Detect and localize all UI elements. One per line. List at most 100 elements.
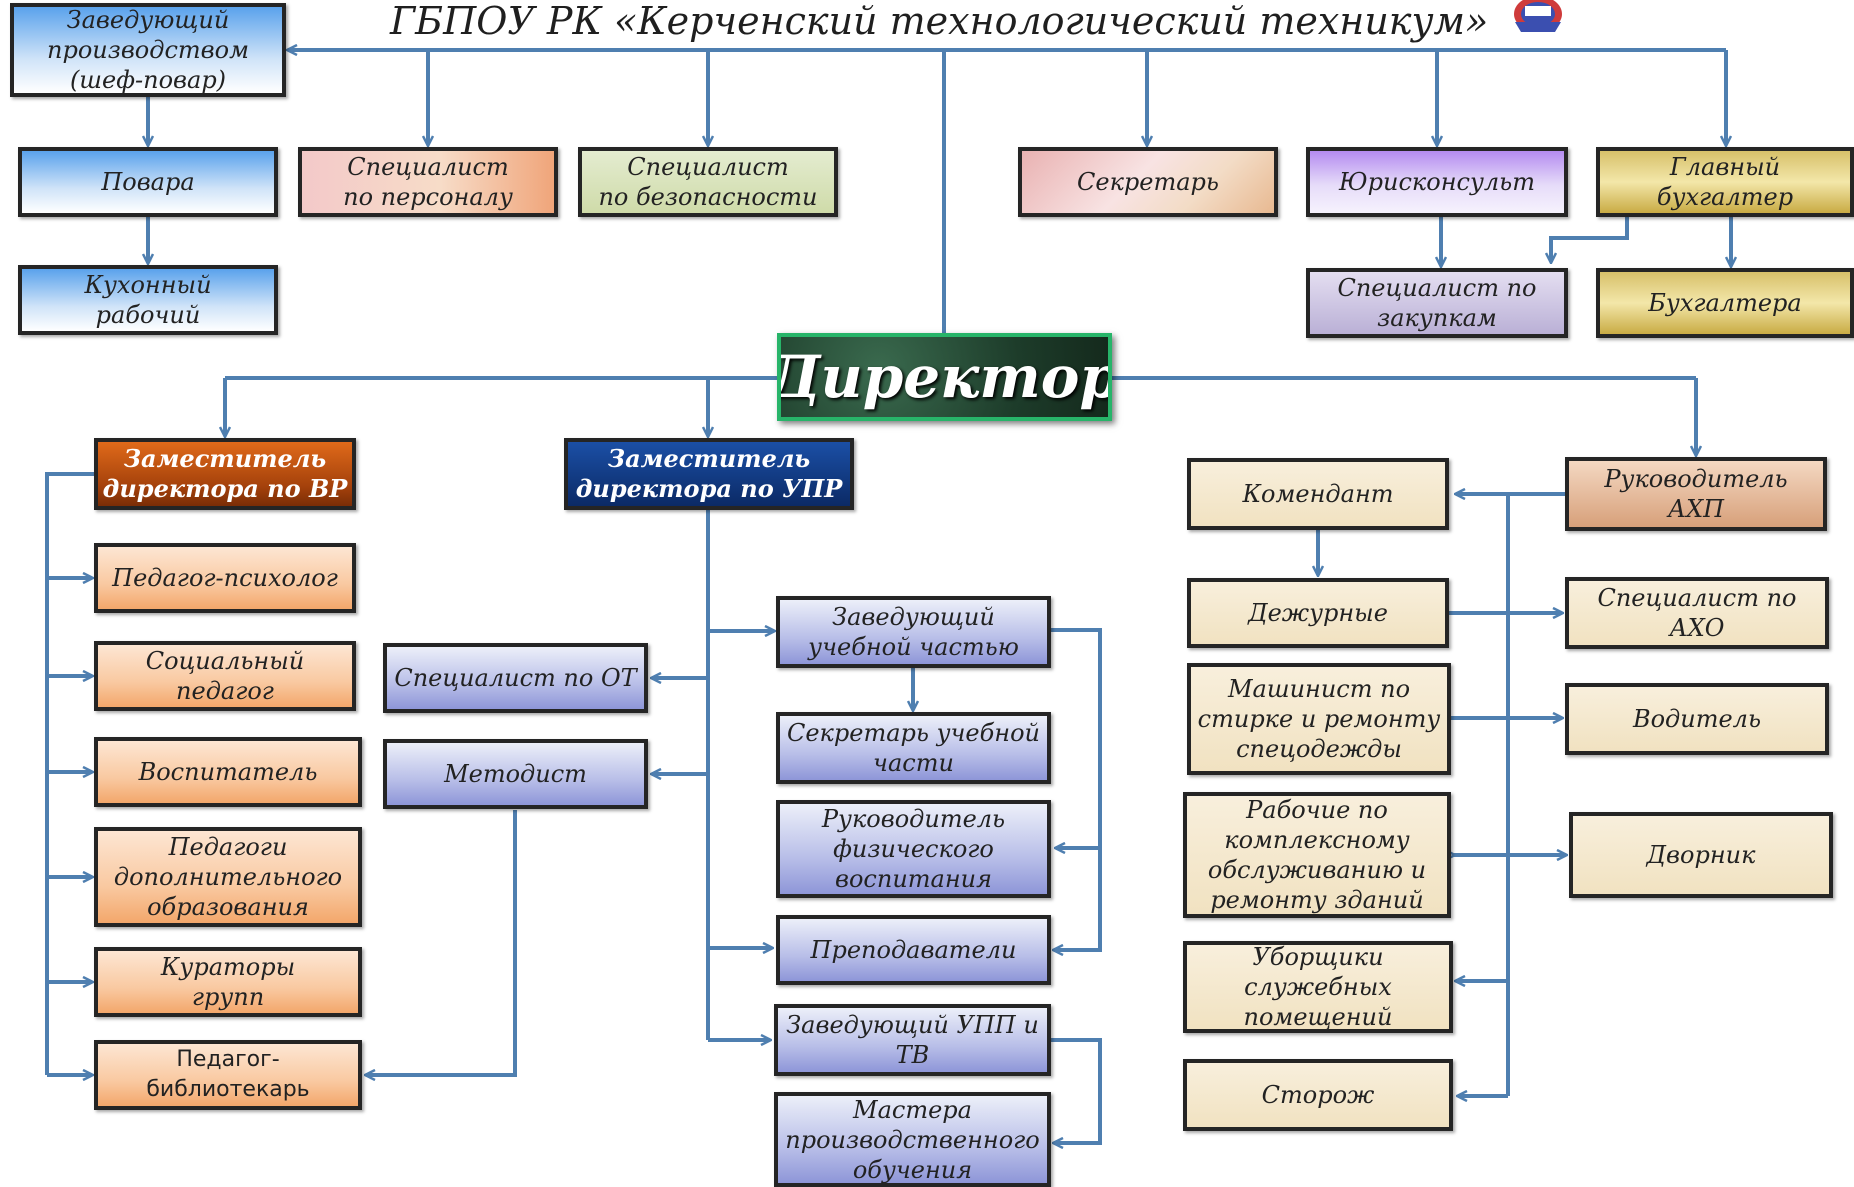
box-line: Преподаватели <box>810 936 1017 964</box>
box-line: Специалист <box>627 153 789 181</box>
box-line: дополнительного <box>113 863 343 891</box>
box-line: Заведующий <box>66 6 230 34</box>
box-line: Заместитель <box>607 444 811 473</box>
box-line: воспитания <box>835 865 992 893</box>
box-vospitatel: Воспитатель <box>94 737 362 807</box>
box-line: Руководитель <box>1604 465 1788 493</box>
box-line: учебной частью <box>808 633 1019 661</box>
box-line: по безопасности <box>598 183 818 211</box>
box-line: комплексному <box>1224 826 1410 854</box>
box-line: физического <box>833 835 994 863</box>
box-pedagog-bibliotekar: Педагог-библиотекарь <box>94 1040 362 1110</box>
box-line: Комендант <box>1242 480 1394 508</box>
box-line: Рабочие по <box>1246 796 1388 824</box>
box-line: Бухгалтера <box>1648 289 1802 317</box>
box-line: Мастера <box>853 1095 972 1124</box>
box-line: (шеф-повар) <box>69 66 227 94</box>
box-line: Заведующий УПП и <box>786 1011 1039 1039</box>
box-line: Педагог-психолог <box>112 564 338 592</box>
box-line: Уборщики <box>1252 943 1384 971</box>
box-line: Машинист по <box>1227 675 1411 703</box>
box-line: Специалист <box>347 153 509 181</box>
page-title: ГБПОУ РК «Керченский технологический тех… <box>390 0 1489 43</box>
box-line: Воспитатель <box>138 758 318 786</box>
box-buhgaltera: Бухгалтера <box>1596 268 1854 338</box>
box-line: закупкам <box>1377 304 1497 332</box>
box-line: групп <box>191 983 265 1011</box>
box-sekretar: Секретарь <box>1018 147 1278 217</box>
box-line: бухгалтер <box>1656 183 1794 211</box>
box-line: Специалист по ОТ <box>394 664 637 692</box>
box-line: директора по УПР <box>575 474 843 503</box>
box-dvornik: Дворник <box>1569 812 1833 898</box>
box-line: служебных <box>1244 973 1392 1001</box>
box-line: производственного <box>785 1125 1040 1154</box>
box-line: Заместитель <box>123 444 327 473</box>
box-line: Социальный <box>145 647 305 675</box>
box-line: по персоналу <box>343 183 513 211</box>
box-line: Кураторы <box>160 953 296 981</box>
box-line: Сторож <box>1261 1081 1375 1109</box>
box-line: рабочий <box>95 301 201 329</box>
box-line: Педагоги <box>168 833 288 861</box>
box-povara: Повара <box>18 147 278 217</box>
box-line: Заведующий <box>832 603 995 631</box>
box-line: спецодежды <box>1236 735 1402 763</box>
box-line: директора по ВР <box>102 474 348 503</box>
box-line: Дворник <box>1646 841 1756 869</box>
box-line: помещений <box>1243 1003 1393 1031</box>
box-line: стирке и ремонту <box>1197 705 1441 733</box>
box-line: части <box>873 749 954 777</box>
box-line: Секретарь учебной <box>786 719 1040 747</box>
box-line: Специалист по <box>1597 584 1797 612</box>
box-line: обучения <box>852 1155 973 1184</box>
box-metodist: Методист <box>383 739 648 809</box>
box-line: Главный <box>1669 153 1781 181</box>
box-pedagog-psiholog: Педагог-психолог <box>94 543 356 613</box>
box-line: Методист <box>444 760 587 788</box>
box-voditel: Водитель <box>1565 683 1829 755</box>
box-storozh: Сторож <box>1183 1059 1453 1131</box>
box-line: педагог <box>176 677 274 705</box>
box-komendant: Комендант <box>1187 458 1449 530</box>
box-line: АХП <box>1667 495 1725 523</box>
box-yuriskonsult: Юрисконсульт <box>1306 147 1568 217</box>
box-specialist-ot: Специалист по ОТ <box>383 643 648 713</box>
box-line: обслуживанию и <box>1207 856 1427 884</box>
box-line: Повара <box>101 168 195 196</box>
box-director: Директор <box>777 333 1112 421</box>
box-line: библиотекарь <box>146 1077 310 1102</box>
box-line: Специалист по <box>1337 274 1537 302</box>
box-line: ремонту зданий <box>1210 886 1424 914</box>
box-line: ТВ <box>895 1041 930 1069</box>
box-line: АХО <box>1669 614 1725 642</box>
box-prepodavateli: Преподаватели <box>776 915 1051 985</box>
box-line: образования <box>147 893 309 921</box>
college-logo-icon <box>1514 0 1562 32</box>
box-line: Водитель <box>1632 705 1762 733</box>
box-line: Кухонный <box>84 271 212 299</box>
box-line: Дежурные <box>1248 599 1388 627</box>
